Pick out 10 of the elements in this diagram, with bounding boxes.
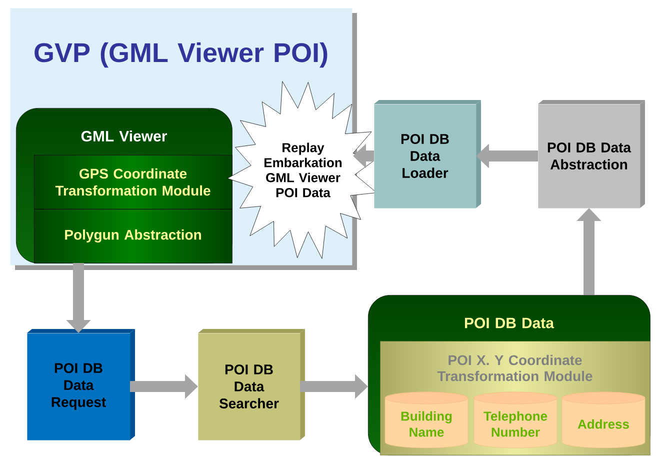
abstraction-box: POI DB Data Abstraction [538,100,645,208]
starburst: Replay Embarkation GML Viewer POI Data [227,81,377,259]
request-box: POI DB Data Request [27,329,135,440]
cylinder: Address [562,392,646,448]
searcher-box: POI DB Data Searcher [198,329,305,440]
cylinder: Building Name [384,392,468,448]
module-band: GPS Coordinate Transformation Module [34,155,232,210]
cylinder: Telephone Number [474,392,558,448]
loader-box: POI DB Data Loader [374,100,481,208]
module-band: Polygun Abstraction [34,209,232,264]
